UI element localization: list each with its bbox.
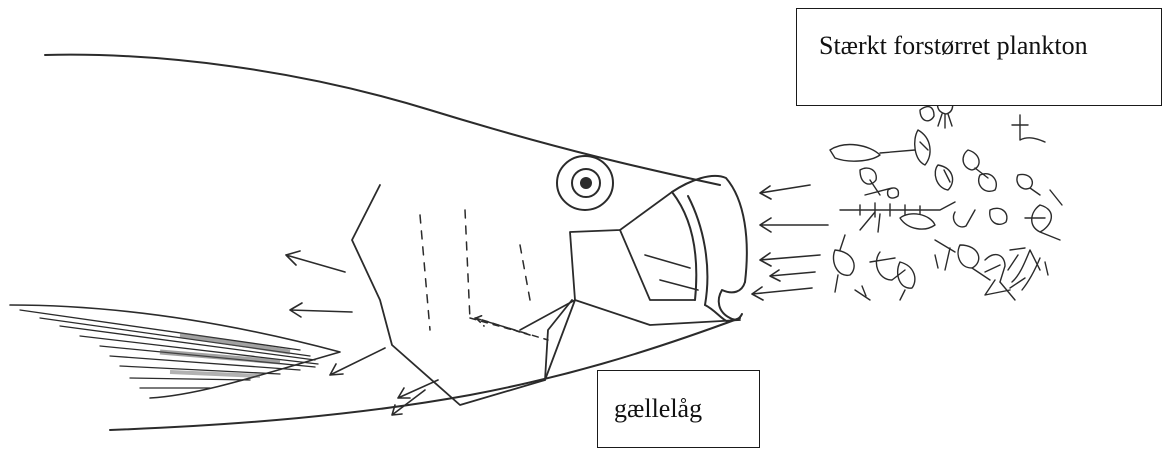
gill-cover-label: gællelåg <box>614 394 702 423</box>
gill-cover-label-box: gællelåg <box>597 370 760 448</box>
plankton-cluster <box>830 95 1062 300</box>
plankton-label: Stærkt forstørret plankton <box>819 31 1088 60</box>
fish-eye <box>557 156 613 210</box>
inflow-arrows <box>752 185 828 300</box>
fish-fin <box>10 305 340 398</box>
plankton-label-box: Stærkt forstørret plankton <box>796 8 1162 106</box>
